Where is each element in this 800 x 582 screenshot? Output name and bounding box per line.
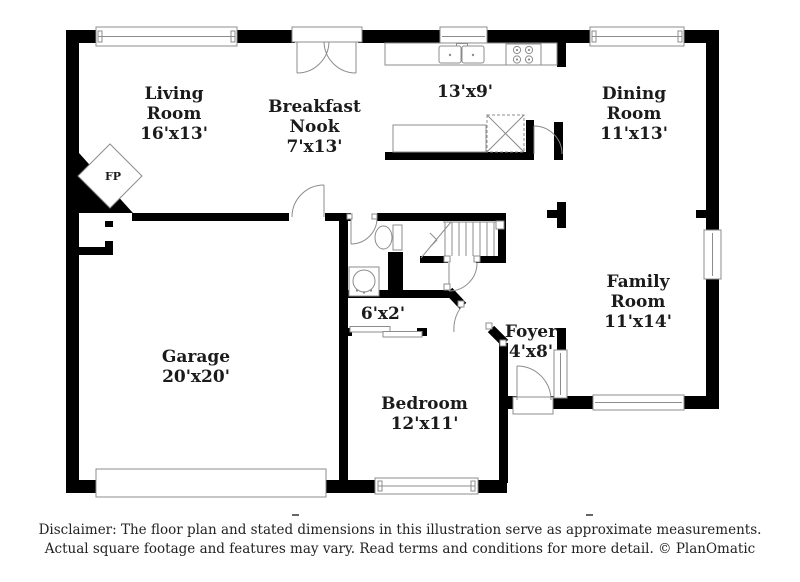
room-name: Dining Room (601, 84, 667, 124)
window-icons (95, 26, 722, 495)
stove-icon (505, 43, 542, 66)
room-label-dining-room: Dining Room 11'x13' (594, 84, 674, 144)
room-dims: 11'x14' (604, 312, 672, 332)
front-door-icon (516, 365, 552, 401)
garage-door-icon (95, 468, 327, 498)
tick-mark (292, 514, 299, 516)
room-name: Family Room (606, 272, 670, 312)
room-dims: 12'x11' (390, 414, 459, 434)
room-label-living-room: Living Room 16'x13' (134, 84, 214, 144)
room-label-breakfast-nook: Breakfast Nook 7'x13' (262, 97, 367, 157)
staircase-icon (420, 220, 505, 259)
family-room-side-window-icon (703, 229, 722, 280)
foyer-sidelight-window-icon (553, 349, 568, 399)
bedroom-window-icon (374, 477, 479, 495)
toilet-icon (374, 224, 403, 251)
room-name: Breakfast Nook (268, 97, 361, 137)
fireplace-icon (77, 143, 143, 213)
room-name: Living Room (144, 84, 204, 124)
dining-room-window-icon (589, 26, 685, 47)
powder-room-door-icon (346, 213, 378, 245)
family-room-window-icon (592, 394, 685, 411)
living-room-window-icon (95, 26, 238, 47)
room-label-family-room: Family Room 11'x14' (598, 272, 678, 332)
room-dims: 6'x2' (360, 304, 406, 324)
bathroom-sink-icon (348, 266, 380, 297)
disclaimer: Disclaimer: The floor plan and stated di… (0, 521, 800, 559)
room-name: Garage (161, 347, 231, 367)
garage-entry-door-icon (291, 184, 325, 218)
bedroom-door-icon (443, 283, 507, 347)
room-label-bedroom: Bedroom 12'x11' (362, 394, 487, 434)
room-label-kitchen: 13'x9' (425, 82, 505, 102)
kitchen-door-icon (533, 125, 563, 155)
room-dims: 20'x20' (162, 367, 230, 387)
kitchen-sink-icon (438, 43, 485, 64)
room-label-closet: 6'x2' (343, 304, 423, 324)
room-dims: 4'x8' (508, 342, 554, 362)
tick-mark (586, 514, 593, 516)
refrigerator-icon (486, 114, 525, 153)
closet-sliding-door-icon (349, 326, 423, 338)
room-dims: 7'x13' (286, 137, 343, 157)
room-label-garage: Garage 20'x20' (136, 347, 256, 387)
disclaimer-line-1: Disclaimer: The floor plan and stated di… (38, 522, 762, 538)
french-door-icon (291, 26, 363, 74)
entry-porch (512, 396, 554, 415)
room-name: Foyer (504, 322, 558, 342)
disclaimer-line-2: Actual square footage and features may v… (44, 541, 756, 557)
room-dims: 13'x9' (436, 82, 494, 102)
room-name: Bedroom (381, 394, 468, 414)
fireplace-label: FP (104, 170, 122, 183)
room-label-foyer: Foyer 4'x8' (491, 322, 571, 362)
room-dims: 11'x13' (600, 124, 668, 144)
room-dims: 16'x13' (140, 124, 208, 144)
